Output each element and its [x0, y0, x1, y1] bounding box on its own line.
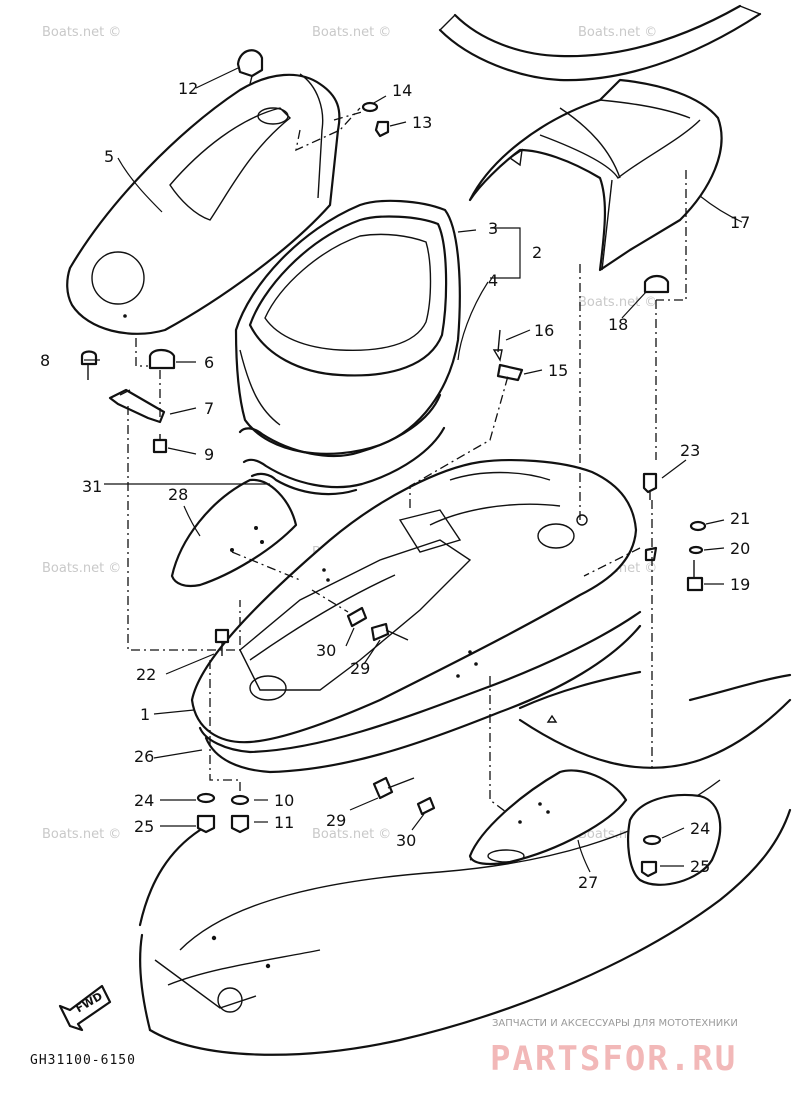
callout-21: 21 — [730, 509, 750, 528]
hatch-cover — [66, 73, 341, 335]
callout-12: 12 — [178, 79, 198, 98]
callout-9: 9 — [204, 445, 214, 464]
watermark: Boats.net © — [578, 295, 657, 310]
callout-29: 29 — [350, 659, 370, 678]
hull-rail-top — [438, 4, 762, 82]
callout-19: 19 — [730, 575, 750, 594]
brand-watermark: ЗАПЧАСТИ И АКСЕССУАРЫ ДЛЯ МОТОТЕХНИКИ PA… — [490, 1018, 738, 1079]
callout-2: 2 — [532, 243, 542, 262]
watermark: Boats.net © — [42, 25, 121, 40]
brand-tagline: ЗАПЧАСТИ И АКСЕССУАРЫ ДЛЯ МОТОТЕХНИКИ — [492, 1018, 738, 1029]
callout-20: 20 — [730, 539, 750, 558]
hull-deck — [190, 459, 642, 774]
watermark: Boats.net © — [42, 561, 121, 576]
callout-8: 8 — [40, 351, 50, 370]
callout-13: 13 — [412, 113, 432, 132]
callout-24-right: 24 — [690, 819, 710, 838]
fwd-arrow-icon: FWD — [58, 984, 112, 1032]
callout-30: 30 — [316, 641, 336, 660]
hatch-knob — [236, 49, 264, 85]
callout-16: 16 — [534, 321, 554, 340]
callout-14: 14 — [392, 81, 412, 100]
callout-23: 23 — [680, 441, 700, 460]
callout-1: 1 — [140, 705, 150, 724]
watermark: Boats.net © — [42, 827, 121, 842]
leader-lines — [84, 67, 743, 873]
diagram-code: GH31100-6150 — [30, 1053, 136, 1068]
callout-24: 24 — [134, 791, 154, 810]
callout-7: 7 — [204, 399, 214, 418]
hull-rail-right — [518, 670, 792, 769]
callout-15: 15 — [548, 361, 568, 380]
rear-seat — [468, 78, 723, 272]
hull-lower — [138, 779, 792, 1056]
callout-22: 22 — [136, 665, 156, 684]
inset-panel — [627, 793, 722, 886]
hardware-right — [642, 472, 707, 592]
side-cover-left — [170, 478, 298, 588]
callout-18: 18 — [608, 315, 628, 334]
callouts: 1 2 3 4 5 6 7 8 9 10 11 12 13 14 15 16 1… — [40, 79, 750, 892]
callout-11: 11 — [274, 813, 294, 832]
storage-box — [234, 199, 461, 496]
callout-28: 28 — [168, 485, 188, 504]
callout-4: 4 — [488, 271, 498, 290]
callout-25-right: 25 — [690, 857, 710, 876]
callout-31: 31 — [82, 477, 102, 496]
callout-10: 10 — [274, 791, 294, 810]
callout-5: 5 — [104, 147, 114, 166]
watermark: Boats.net © — [312, 25, 391, 40]
hardware-13-14 — [333, 101, 390, 138]
hardware-bottom-left — [196, 606, 436, 834]
callout-17: 17 — [730, 213, 750, 232]
watermark: Boats.net © — [312, 827, 391, 842]
callout-29-lower: 29 — [326, 811, 346, 830]
callout-26: 26 — [134, 747, 154, 766]
watermark: Boats.net © — [578, 25, 657, 40]
brand-logo: PARTSFOR.RU — [490, 1039, 737, 1079]
latch-hardware — [80, 348, 176, 454]
rubber-pad — [643, 274, 670, 294]
side-cover-right — [468, 769, 628, 866]
callout-30-lower: 30 — [396, 831, 416, 850]
latch-striker — [492, 329, 524, 382]
callout-27: 27 — [578, 873, 598, 892]
callout-6: 6 — [204, 353, 214, 372]
callout-25: 25 — [134, 817, 154, 836]
assembly-lines — [127, 107, 687, 813]
callout-3: 3 — [488, 219, 498, 238]
